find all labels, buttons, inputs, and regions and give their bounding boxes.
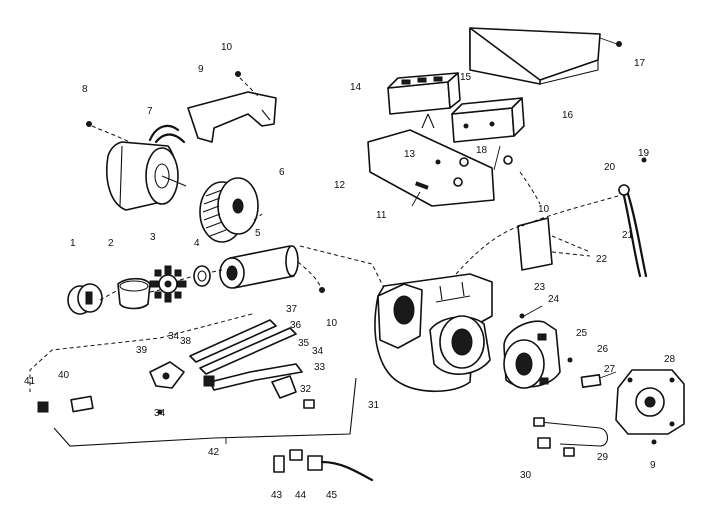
part-15-primary-control <box>451 97 525 143</box>
callout-label: 38 <box>180 336 192 347</box>
part-19-screw <box>641 157 647 163</box>
part-9-screw-bottom <box>651 439 657 445</box>
callout-label: 15 <box>460 72 472 83</box>
part-26-screw <box>567 357 573 363</box>
callout-label: 34 <box>312 346 324 357</box>
part-28-fuel-pump <box>615 369 685 435</box>
part-24-screw <box>519 313 525 319</box>
callout-label: 2 <box>108 238 114 249</box>
callout-label: 22 <box>596 254 608 265</box>
part-41-nozzle <box>37 401 49 413</box>
part-16-cover <box>469 27 601 85</box>
callout-label: 4 <box>194 238 200 249</box>
part-35-oil-tube <box>203 363 303 391</box>
part-14-transformer <box>387 72 461 129</box>
part-17-screw <box>599 37 622 47</box>
callout-label: 41 <box>24 376 36 387</box>
part-12-mounting-plate <box>367 129 495 207</box>
callout-label: 45 <box>326 490 338 501</box>
part-32-screw <box>303 399 315 409</box>
callout-label: 31 <box>368 400 380 411</box>
callout-label: 32 <box>300 384 312 395</box>
callout-label: 42 <box>208 447 220 458</box>
callout-label: 7 <box>147 106 153 117</box>
callout-label: 18 <box>476 145 488 156</box>
callout-label: 37 <box>286 304 298 315</box>
part-23-shield <box>517 217 553 271</box>
callout-label: 10 <box>538 204 550 215</box>
callout-label: 26 <box>597 344 609 355</box>
part-33-clamp <box>271 375 297 399</box>
part-10-screw-mid <box>319 287 325 293</box>
part-30-fitting <box>537 437 551 449</box>
callout-label: 13 <box>404 149 416 160</box>
callout-label: 23 <box>534 282 546 293</box>
part-2-collar <box>117 277 151 310</box>
callout-label: 1 <box>70 238 76 249</box>
callout-label: 10 <box>326 318 338 329</box>
callout-label: 16 <box>562 110 574 121</box>
callout-label: 33 <box>314 362 326 373</box>
callout-label: 14 <box>350 82 362 93</box>
callout-label: 36 <box>290 320 302 331</box>
part-42-fitting <box>273 455 285 473</box>
callout-label: 29 <box>597 452 609 463</box>
callout-label: 6 <box>279 167 285 178</box>
part-1-coupling <box>67 283 103 315</box>
callout-label: 24 <box>548 294 560 305</box>
callout-label: 20 <box>604 162 616 173</box>
callout-label: 27 <box>604 364 616 375</box>
callout-label: 28 <box>664 354 676 365</box>
callout-label: 35 <box>298 338 310 349</box>
callout-label: 30 <box>520 470 532 481</box>
part-27-nozzle <box>580 373 602 389</box>
part-6-blower-wheel <box>199 177 259 243</box>
callout-label: 9 <box>650 460 656 471</box>
part-5-tube <box>219 245 299 289</box>
part-3-impeller <box>149 265 187 303</box>
part-25-air-band <box>503 320 561 389</box>
callout-label: 12 <box>334 180 346 191</box>
part-43-fitting <box>289 449 303 461</box>
callout-label: 8 <box>82 84 88 95</box>
part-34-screw-bottom <box>157 409 163 415</box>
callout-label: 34 <box>154 408 166 419</box>
callout-label: 34 <box>168 331 180 342</box>
part-40-nozzle-adapter <box>70 395 94 413</box>
callout-label: 9 <box>198 64 204 75</box>
callout-label: 43 <box>271 490 283 501</box>
part-31-burner-housing <box>374 273 493 393</box>
callout-label: 17 <box>634 58 646 69</box>
callout-label: 21 <box>622 230 634 241</box>
callout-label: 40 <box>58 370 70 381</box>
part-7-motor <box>106 124 187 211</box>
callout-label: 3 <box>150 232 156 243</box>
part-13-screw <box>435 159 441 165</box>
part-36-electrode <box>199 327 297 375</box>
callout-label: 10 <box>221 42 233 53</box>
part-8-screw <box>86 121 92 127</box>
part-9-bracket <box>187 91 277 143</box>
callout-label: 44 <box>295 490 307 501</box>
part-10-screw-top <box>235 71 241 77</box>
callout-label: 11 <box>376 210 387 221</box>
part-29-oil-line <box>533 417 609 457</box>
part-37-electrode <box>189 319 277 363</box>
part-38-electrode-holder <box>149 361 185 389</box>
part-4-washer <box>193 265 211 287</box>
part-21-cable <box>618 184 648 278</box>
part-18-bushing <box>459 155 513 167</box>
callout-label: 5 <box>255 228 261 239</box>
callout-label: 19 <box>638 148 650 159</box>
callout-label: 25 <box>576 328 588 339</box>
callout-label: 39 <box>136 345 148 356</box>
part-44-ignitor-lead <box>307 455 374 482</box>
